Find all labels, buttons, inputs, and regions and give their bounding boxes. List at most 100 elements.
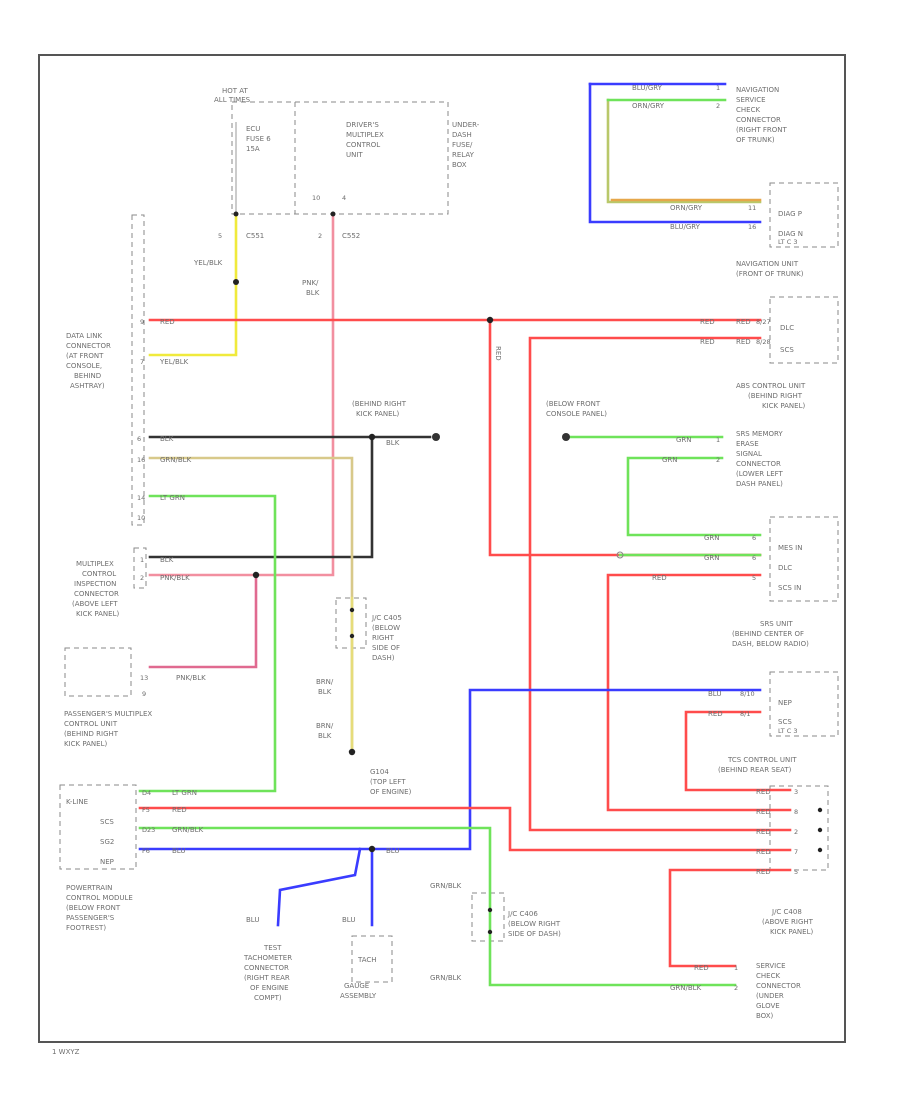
pcm-label-4: PASSENGER'S xyxy=(66,914,115,922)
wire-red-abs xyxy=(528,336,792,832)
tach-label-6: COMPT) xyxy=(254,994,282,1002)
srs-pin-1: 1 xyxy=(716,436,720,444)
srs-grn-2: GRN xyxy=(662,456,678,464)
pass-label-1: PASSENGER'S MULTIPLEX xyxy=(64,710,152,718)
srs-mem-1: SRS MEMORY xyxy=(736,430,783,438)
nav-unit-2: (FRONT OF TRUNK) xyxy=(736,270,804,278)
srs-pin-b: 6 xyxy=(752,554,756,562)
label-ud-5: BOX xyxy=(452,161,467,169)
mic-pin-1: 1 xyxy=(140,556,144,564)
svc-label-2: CHECK xyxy=(756,972,780,980)
tcs-label-1: TCS CONTROL UNIT xyxy=(727,756,797,764)
tcs-wire-red: RED xyxy=(708,710,723,718)
rc-dot-1 xyxy=(817,807,823,813)
srsbox-mes-in: MES IN xyxy=(778,544,802,552)
nav-svc-6: OF TRUNK) xyxy=(736,136,775,144)
pass-label-3: (BEHIND RIGHT xyxy=(64,730,119,738)
nav-unit-1: NAVIGATION UNIT xyxy=(736,260,799,268)
pin-10: 10 xyxy=(312,194,320,202)
navbox-diag-p: DIAG P xyxy=(778,210,802,218)
label-pnk-blk-2: BLK xyxy=(306,289,320,297)
pin-4: 4 xyxy=(342,194,346,202)
jc-dot-2 xyxy=(349,633,355,639)
pcm-wire-blu: BLU xyxy=(172,847,185,855)
dlc-pin-9: 9 xyxy=(140,318,144,326)
blu-junction: BLU xyxy=(386,847,399,855)
pcm-pin-d4: D4 xyxy=(142,789,151,797)
navbox-diag-n: DIAG N xyxy=(778,230,803,238)
label-dmcu-3: CONTROL xyxy=(346,141,380,149)
svc-label-6: BOX) xyxy=(756,1012,774,1020)
srs-pin-a: 6 xyxy=(752,534,756,542)
mic-label-1: MULTIPLEX xyxy=(76,560,114,568)
label-c552: C552 xyxy=(342,232,360,240)
mic-blk: BLK xyxy=(160,556,174,564)
splice-c551 xyxy=(233,211,239,217)
tcsbox-lt: LT C 3 xyxy=(778,727,798,735)
passenger-mcu-box xyxy=(64,647,132,697)
nav-svc-5: (RIGHT FRONT xyxy=(736,126,787,134)
tcs-pin-2: 8/1 xyxy=(740,710,750,718)
nav-unit-box xyxy=(769,182,839,248)
below-front-2: CONSOLE PANEL) xyxy=(546,410,607,418)
tcs-label-2: (BEHIND REAR SEAT) xyxy=(718,766,792,774)
dlc-pin-16: 16 xyxy=(137,456,145,464)
tcsbox-scs: SCS xyxy=(778,718,792,726)
srs-wire-grn-1: GRN xyxy=(704,534,720,542)
jc2-label-2: (BELOW RIGHT xyxy=(508,920,561,928)
mic-label-6: KICK PANEL) xyxy=(76,610,119,618)
pcm-wire-lt-grn: LT GRN xyxy=(172,789,197,797)
diagram-footer: 1 WXYZ xyxy=(52,1048,80,1056)
dlc-red-3: RED xyxy=(700,338,715,346)
ground-g104 xyxy=(348,748,356,756)
nav-pin-11: 11 xyxy=(748,204,756,212)
srs-unit-3: DASH, BELOW RADIO) xyxy=(732,640,809,648)
nav-wire-1: BLU/GRY xyxy=(632,84,663,92)
label-dlc-2: CONNECTOR xyxy=(66,342,111,350)
abs-label-2: (BEHIND RIGHT xyxy=(748,392,803,400)
dlc-grn-blk: GRN/BLK xyxy=(160,456,192,464)
data-link-connector-box xyxy=(131,214,145,526)
srs-grn-1: GRN xyxy=(676,436,692,444)
gauge-wire-blu: BLU xyxy=(342,916,355,924)
nav-pin-2: 2 xyxy=(716,102,720,110)
wire-orn-gry-inner xyxy=(606,98,762,204)
tach-wire-blu: BLU xyxy=(246,916,259,924)
splice-yel xyxy=(233,279,239,285)
svc-label-3: CONNECTOR xyxy=(756,982,801,990)
pcm-label-5: FOOTREST) xyxy=(66,924,106,932)
srs-unit-1: SRS UNIT xyxy=(760,620,793,628)
wire-red-tcs xyxy=(684,710,792,792)
jc3-label-1: J/C C408 xyxy=(771,908,802,916)
srs-unit-box xyxy=(769,516,839,602)
jc-label-1: J/C C405 xyxy=(371,614,402,622)
abs-label-1: ABS CONTROL UNIT xyxy=(736,382,806,390)
nav-svc-3: CHECK xyxy=(736,106,760,114)
dlc-pin-6: 6 xyxy=(137,435,141,443)
abs-dlc-box xyxy=(769,296,839,364)
label-red-vert: RED xyxy=(494,346,502,361)
grn-blk-a: GRN/BLK xyxy=(430,882,462,890)
mic-label-5: (ABOVE LEFT xyxy=(72,600,118,608)
brn-blk-1b: BLK xyxy=(318,688,332,696)
behind-kick-2: KICK PANEL) xyxy=(356,410,399,418)
mic-label-4: CONNECTOR xyxy=(74,590,119,598)
ground-symbol-2 xyxy=(562,433,570,441)
wire-yel-blk xyxy=(148,212,238,357)
wire-lt-grn xyxy=(138,494,277,793)
pass-label-2: CONTROL UNIT xyxy=(64,720,118,728)
jc3-label-2: (ABOVE RIGHT xyxy=(762,918,814,926)
mic-pin-2: 2 xyxy=(140,574,144,582)
g104-2: (TOP LEFT xyxy=(370,778,406,786)
absbox-scs: SCS xyxy=(780,346,794,354)
label-dlc-1: DATA LINK xyxy=(66,332,102,340)
dlc-pin-14: 14 xyxy=(137,494,145,502)
label-ud-1: UNDER- xyxy=(452,121,480,129)
label-dlc-3: (AT FRONT xyxy=(66,352,104,360)
srs-mem-6: DASH PANEL) xyxy=(736,480,783,488)
label-ud-4: RELAY xyxy=(452,151,475,159)
ground-symbol-1 xyxy=(432,433,440,441)
tcs-wire-blu: BLU xyxy=(708,690,721,698)
label-dmcu-4: UNIT xyxy=(346,151,363,159)
